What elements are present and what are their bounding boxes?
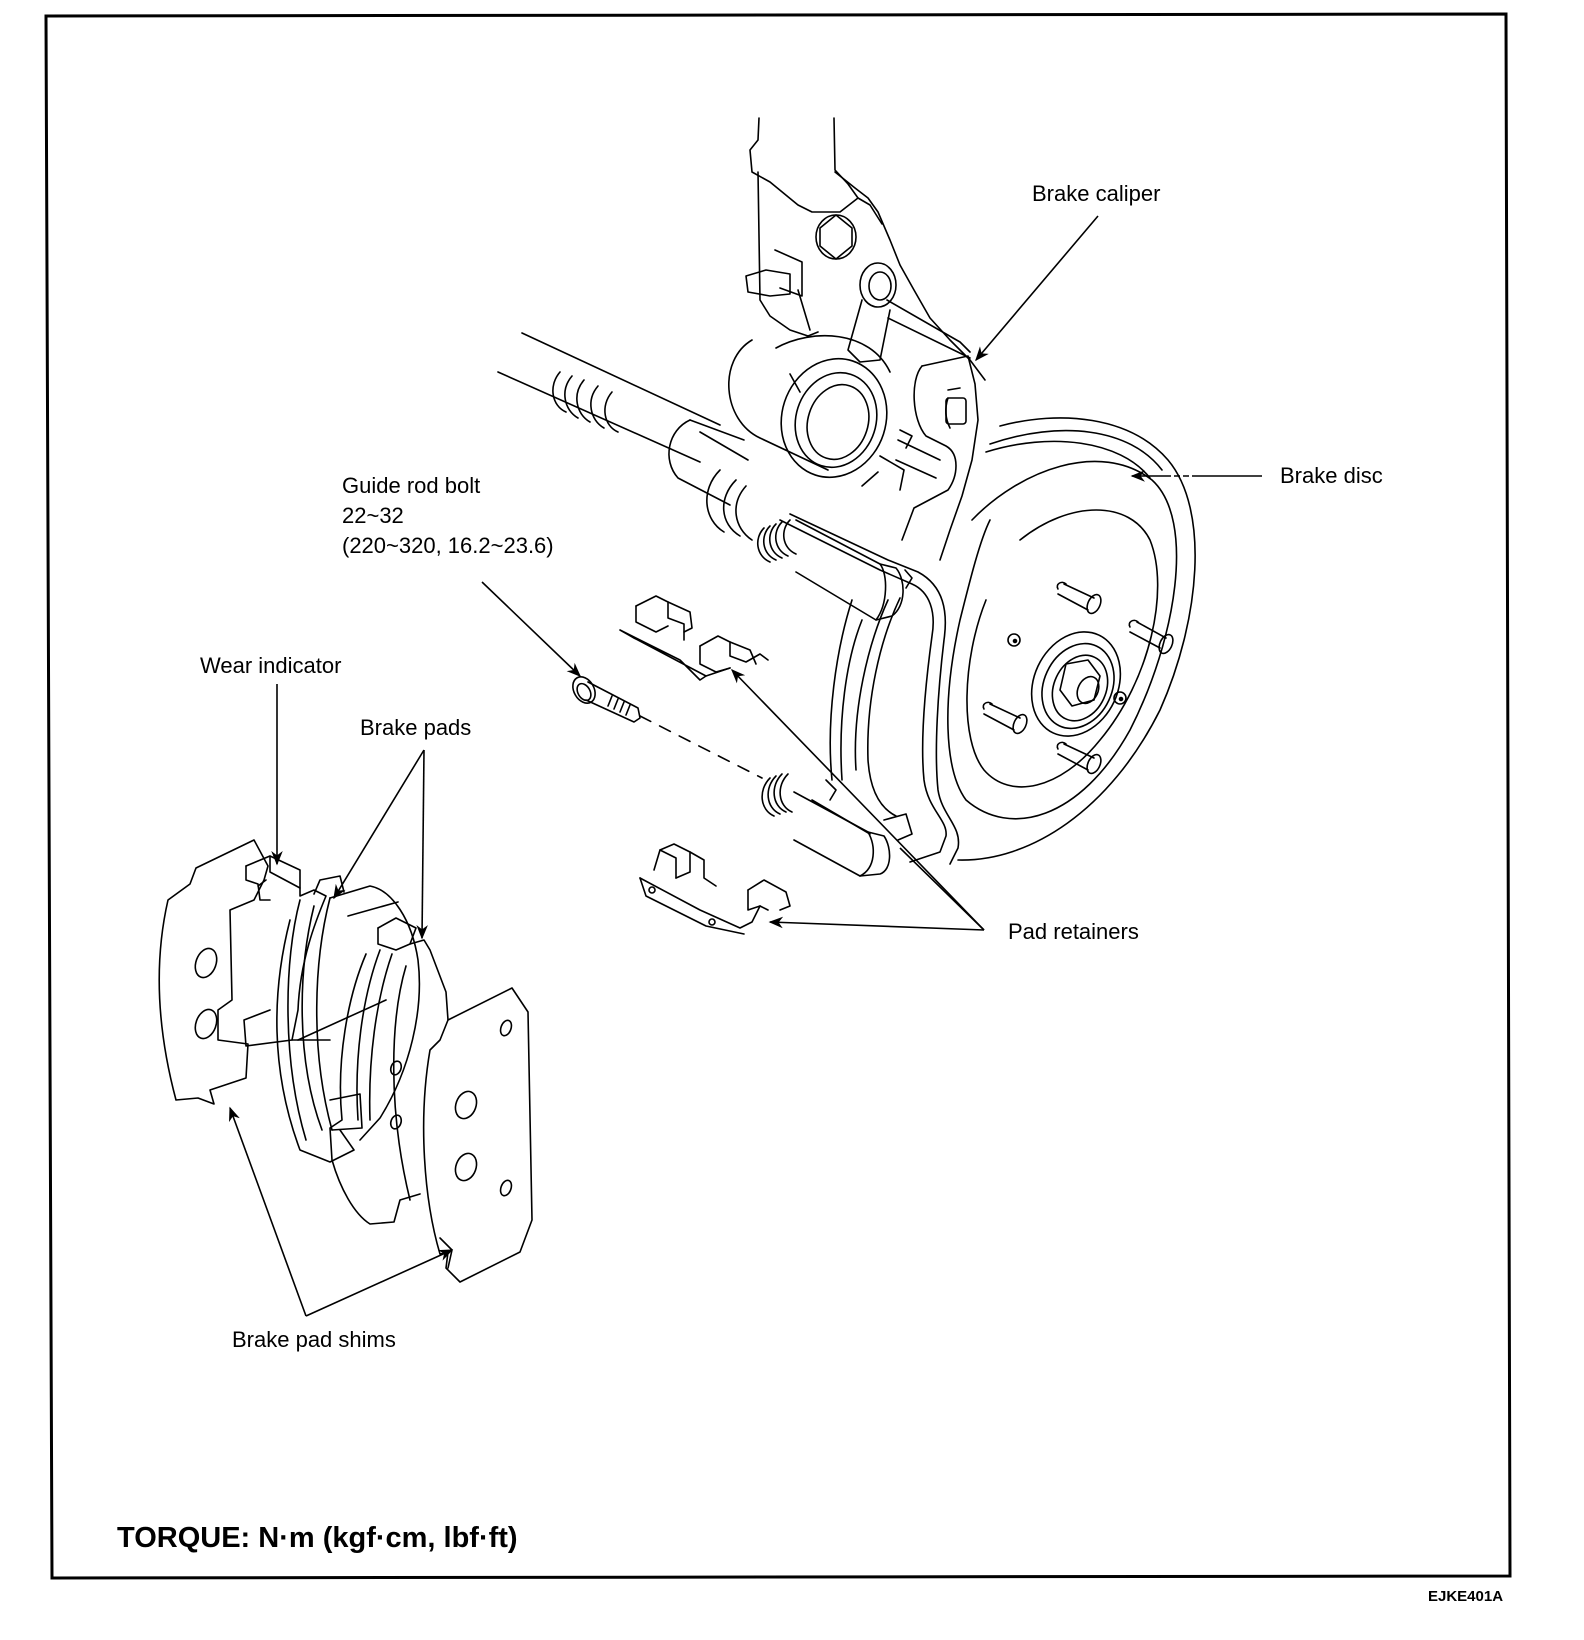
label-guide-rod-bolt-torque-alt: (220~320, 16.2~23.6) — [342, 533, 554, 558]
brake-pad-outer — [330, 918, 448, 1224]
label-brake-pad-shims: Brake pad shims — [232, 1327, 396, 1352]
leader-pad-retainer-lower — [768, 916, 984, 930]
brake-pad-shim-outer — [159, 840, 268, 1104]
pad-retainer-upper — [620, 596, 768, 680]
leader-pad-retainer-carrier — [900, 848, 984, 930]
brake-pad-shim-inner — [424, 988, 532, 1282]
strut-knuckle — [746, 118, 985, 380]
label-brake-pads: Brake pads — [360, 715, 472, 740]
leader-brake-caliper — [975, 216, 1098, 362]
bolt-alignment-line — [640, 716, 762, 778]
brake-caliper-body — [700, 336, 978, 560]
drive-shaft — [498, 333, 744, 505]
torque-units-legend: TORQUE: N·m (kgf·cm, lbf·ft) — [117, 1522, 518, 1554]
label-brake-disc: Brake disc — [1280, 463, 1383, 488]
drawing-code: EJKE401A — [1428, 1588, 1504, 1605]
leader-shim-inner — [229, 1106, 306, 1316]
label-brake-caliper: Brake caliper — [1032, 181, 1161, 206]
pad-retainer-lower — [640, 844, 790, 934]
label-guide-rod-bolt: Guide rod bolt — [342, 473, 481, 498]
brake-pad-inner — [244, 856, 419, 1162]
caliper-carrier — [758, 514, 959, 876]
label-wear-indicator: Wear indicator — [200, 653, 342, 678]
brake-disc — [948, 418, 1195, 860]
label-pad-retainers: Pad retainers — [1008, 919, 1139, 944]
figure-frame — [46, 14, 1510, 1578]
leader-guide-rod-bolt — [482, 582, 582, 677]
guide-rod-bolt — [568, 673, 640, 722]
leader-shim-outer — [306, 1250, 454, 1316]
leader-brake-pads-2 — [416, 750, 428, 940]
leader-brake-pads-1 — [333, 750, 424, 900]
leader-pad-retainer-upper — [730, 668, 984, 930]
label-guide-rod-bolt-torque: 22~32 — [342, 503, 404, 528]
